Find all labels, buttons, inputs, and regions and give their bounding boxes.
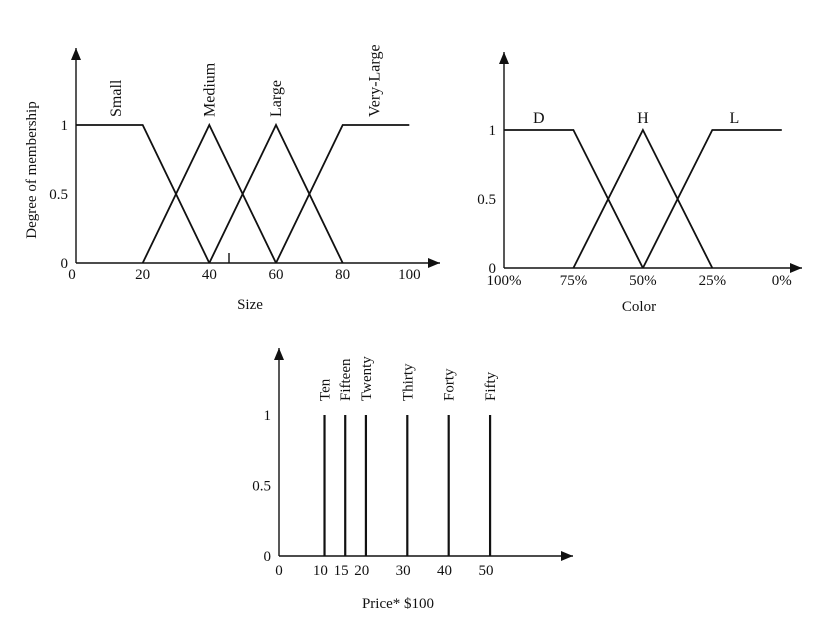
size-x-tick-80: 80: [335, 267, 350, 283]
price-x-tick-10: 10: [313, 563, 328, 579]
color-x-tick-0: 0%: [772, 273, 792, 289]
price-y-tick-0: 0: [264, 549, 272, 565]
size-y-axis-arrow: [71, 48, 81, 60]
size-x-axis-label: Size: [237, 297, 263, 313]
size-y-tick-1: 1: [61, 118, 69, 134]
color-y-axis-arrow: [499, 52, 509, 64]
size-label-very-large: Very-Large: [367, 44, 384, 117]
price-x-axis-label: Price* $100: [362, 596, 434, 612]
size-x-tick-0: 0: [68, 267, 76, 283]
color-x-tick-25: 25%: [699, 273, 727, 289]
color-x-tick-100: 100%: [487, 273, 522, 289]
price-x-tick-15: 15: [334, 563, 349, 579]
price-label-fifty: Fifty: [483, 371, 499, 401]
price-x-tick-20: 20: [354, 563, 369, 579]
color-x-axis-label: Color: [622, 299, 656, 315]
price-y-tick-0-5: 0.5: [252, 479, 271, 495]
color-series-h: [572, 127, 714, 269]
color-x-tick-75: 75%: [560, 273, 588, 289]
price-x-axis-arrow: [561, 551, 573, 561]
price-y-tick-1: 1: [264, 408, 272, 424]
color-x-axis-arrow: [790, 263, 802, 273]
color-x-tick-50: 50%: [629, 273, 657, 289]
size-x-tick-20: 20: [135, 267, 150, 283]
size-x-axis-arrow: [428, 258, 440, 268]
price-label-thirty: Thirty: [400, 363, 416, 401]
price-x-tick-0: 0: [275, 563, 283, 579]
price-y-axis-arrow: [274, 348, 284, 360]
size-label-small: Small: [108, 79, 125, 117]
size-y-tick-0: 0: [61, 256, 69, 272]
size-series-very-large: [275, 124, 410, 264]
price-label-fifteen: Fifteen: [338, 358, 354, 401]
size-y-axis-label: Degree of membership: [24, 101, 40, 238]
size-series-small: [76, 124, 211, 264]
size-membership-chart: 0 20 40 60 80 100 0 0.5 1 Small Medium Large Very-…: [24, 44, 440, 313]
price-label-ten: Ten: [318, 378, 334, 401]
color-series-l: [642, 129, 782, 269]
color-y-tick-0: 0: [489, 261, 497, 277]
price-x-tick-30: 30: [396, 563, 411, 579]
size-y-tick-0-5: 0.5: [49, 187, 68, 203]
size-label-medium: Medium: [201, 62, 218, 117]
color-membership-chart: 100% 75% 50% 25% 0% 0 0.5 1 D H L Color: [477, 52, 802, 315]
color-y-tick-0-5: 0.5: [477, 192, 496, 208]
color-label-h: H: [637, 110, 649, 127]
color-label-d: D: [533, 110, 545, 127]
color-y-tick-1: 1: [489, 123, 497, 139]
price-x-tick-50: 50: [478, 563, 493, 579]
size-label-large: Large: [268, 80, 285, 117]
size-series-large: [208, 122, 344, 264]
color-series-d: [504, 129, 644, 269]
price-x-tick-40: 40: [437, 563, 452, 579]
price-label-forty: Forty: [442, 368, 458, 401]
price-label-twenty: Twenty: [359, 356, 375, 401]
size-x-tick-60: 60: [269, 267, 284, 283]
color-label-l: L: [729, 110, 739, 127]
size-series-medium: [141, 122, 277, 264]
size-x-tick-100: 100: [398, 267, 421, 283]
size-x-tick-40: 40: [202, 267, 217, 283]
